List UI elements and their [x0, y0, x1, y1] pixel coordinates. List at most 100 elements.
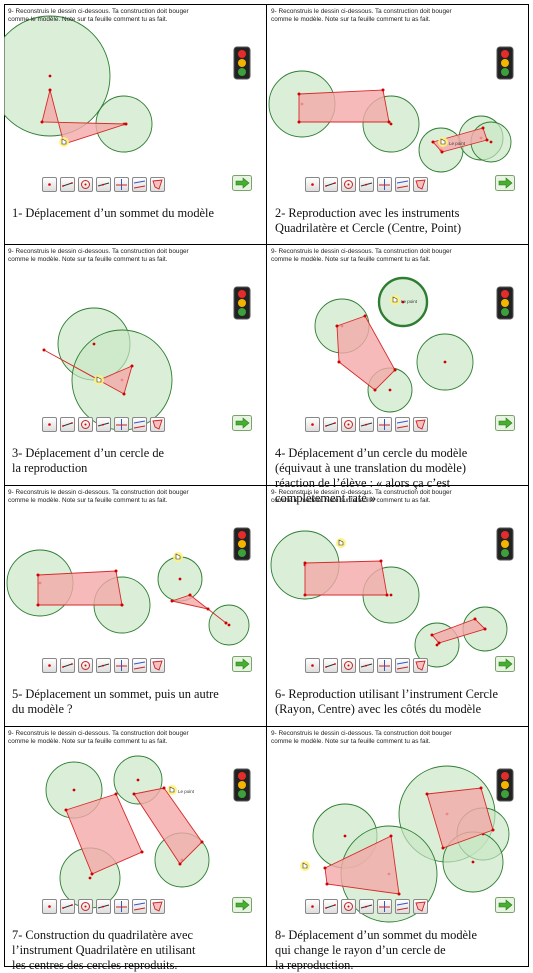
quadrilateral-tool-button[interactable]: [413, 899, 428, 914]
drawing-canvas[interactable]: [267, 726, 529, 924]
parallel-tool-button[interactable]: [395, 658, 410, 673]
perpendicular-tool-button[interactable]: [114, 417, 129, 432]
quadrilateral-tool-button[interactable]: [150, 899, 165, 914]
line-tool-button[interactable]: [359, 417, 374, 432]
construction-circle[interactable]: [4, 15, 111, 137]
segment-tool-button[interactable]: [60, 417, 75, 432]
vertex-point[interactable]: [188, 593, 192, 597]
vertex-point[interactable]: [114, 569, 118, 573]
line-tool-button[interactable]: [359, 899, 374, 914]
segment-tool-button[interactable]: [60, 177, 75, 192]
drawing-canvas[interactable]: [4, 485, 266, 683]
circle-center-point[interactable]: [343, 834, 347, 838]
segment-tool-button[interactable]: [323, 899, 338, 914]
quadrilateral-tool-button[interactable]: [150, 177, 165, 192]
traffic-light-icon[interactable]: [495, 768, 515, 802]
vertex-point[interactable]: [491, 828, 495, 832]
vertex-point[interactable]: [122, 392, 126, 396]
vertex-point[interactable]: [224, 621, 228, 625]
line-tool-button[interactable]: [96, 417, 111, 432]
line-tool-button[interactable]: [96, 658, 111, 673]
circle-tool-button[interactable]: [341, 177, 356, 192]
vertex-point[interactable]: [64, 808, 68, 812]
segment-tool-button[interactable]: [323, 417, 338, 432]
drawing-canvas[interactable]: Le point: [267, 4, 529, 202]
circle-center-point[interactable]: [443, 360, 447, 364]
next-arrow-button[interactable]: [232, 175, 252, 191]
vertex-point[interactable]: [42, 348, 46, 352]
perpendicular-tool-button[interactable]: [377, 177, 392, 192]
quadrilateral-tool-button[interactable]: [413, 658, 428, 673]
parallel-tool-button[interactable]: [395, 417, 410, 432]
vertex-point[interactable]: [206, 607, 210, 611]
vertex-point[interactable]: [441, 846, 445, 850]
vertex-point[interactable]: [124, 122, 128, 126]
vertex-point[interactable]: [479, 786, 483, 790]
vertex-point[interactable]: [483, 627, 487, 631]
vertex-point[interactable]: [90, 872, 94, 876]
next-arrow-button[interactable]: [232, 897, 252, 913]
perpendicular-tool-button[interactable]: [114, 658, 129, 673]
vertex-point[interactable]: [387, 120, 391, 124]
drawing-canvas[interactable]: Le point: [4, 726, 266, 924]
vertex-point[interactable]: [36, 603, 40, 607]
point-tool-button[interactable]: [42, 899, 57, 914]
circle-tool-button[interactable]: [341, 899, 356, 914]
traffic-light-icon[interactable]: [495, 286, 515, 320]
next-arrow-button[interactable]: [495, 656, 515, 672]
vertex-point[interactable]: [337, 360, 341, 364]
circle-tool-button[interactable]: [78, 177, 93, 192]
circle-center-point[interactable]: [227, 623, 231, 627]
line-tool-button[interactable]: [96, 899, 111, 914]
vertex-point[interactable]: [120, 603, 124, 607]
point-tool-button[interactable]: [305, 899, 320, 914]
quadrilateral-tool-button[interactable]: [150, 417, 165, 432]
parallel-tool-button[interactable]: [132, 177, 147, 192]
circle-center-point[interactable]: [88, 876, 92, 880]
segment-tool-button[interactable]: [323, 658, 338, 673]
vertex-point[interactable]: [381, 88, 385, 92]
quadrilateral-tool-button[interactable]: [413, 417, 428, 432]
point-tool-button[interactable]: [305, 417, 320, 432]
vertex-point[interactable]: [303, 561, 307, 565]
vertex-point[interactable]: [303, 593, 307, 597]
traffic-light-icon[interactable]: [232, 286, 252, 320]
vertex-point[interactable]: [323, 866, 327, 870]
vertex-point[interactable]: [130, 364, 134, 368]
vertex-point[interactable]: [114, 792, 118, 796]
segment-tool-button[interactable]: [323, 177, 338, 192]
circle-tool-button[interactable]: [341, 417, 356, 432]
quadrilateral-tool-button[interactable]: [150, 658, 165, 673]
vertex-point[interactable]: [178, 862, 182, 866]
vertex-point[interactable]: [132, 792, 136, 796]
drawing-canvas[interactable]: [4, 244, 266, 442]
vertex-point[interactable]: [440, 150, 444, 154]
traffic-light-icon[interactable]: [232, 527, 252, 561]
vertex-point[interactable]: [431, 140, 435, 144]
vertex-point[interactable]: [335, 324, 339, 328]
vertex-point[interactable]: [297, 120, 301, 124]
circle-tool-button[interactable]: [78, 899, 93, 914]
point-tool-button[interactable]: [305, 658, 320, 673]
next-arrow-button[interactable]: [495, 897, 515, 913]
perpendicular-tool-button[interactable]: [377, 899, 392, 914]
vertex-point[interactable]: [385, 593, 389, 597]
vertex-point[interactable]: [397, 892, 401, 896]
point-tool-button[interactable]: [42, 658, 57, 673]
circle-tool-button[interactable]: [341, 658, 356, 673]
circle-center-point[interactable]: [389, 593, 393, 597]
quadrilateral-shape[interactable]: [304, 560, 388, 596]
quadrilateral-shape[interactable]: [336, 315, 396, 391]
circle-center-point[interactable]: [489, 140, 493, 144]
vertex-point[interactable]: [140, 850, 144, 854]
traffic-light-icon[interactable]: [495, 46, 515, 80]
vertex-point[interactable]: [485, 138, 489, 142]
point-tool-button[interactable]: [42, 417, 57, 432]
vertex-point[interactable]: [437, 641, 441, 645]
vertex-point[interactable]: [481, 126, 485, 130]
traffic-light-icon[interactable]: [232, 46, 252, 80]
drawing-canvas[interactable]: [267, 485, 529, 683]
vertex-point[interactable]: [200, 840, 204, 844]
perpendicular-tool-button[interactable]: [377, 658, 392, 673]
vertex-point[interactable]: [373, 388, 377, 392]
